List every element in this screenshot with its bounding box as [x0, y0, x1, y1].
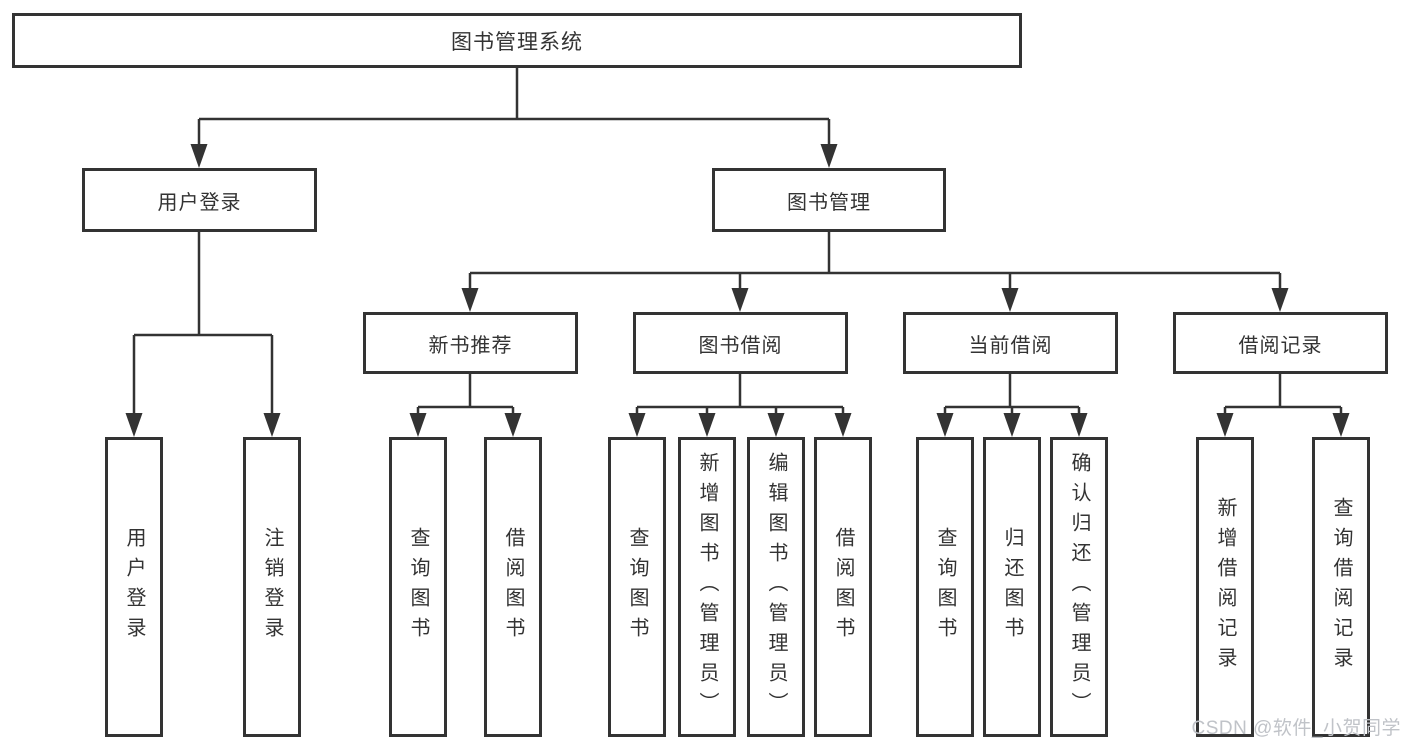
node-new-book-recommend-label: 新书推荐 — [428, 334, 513, 357]
node-borrow-records: 借阅记录 — [1173, 312, 1388, 374]
leaf-return-book: 归还图书 — [983, 437, 1041, 737]
leaf-query-books-recommend-label: 查询图书 — [407, 527, 429, 647]
leaf-confirm-return-admin-label: 确认归还（管理员） — [1068, 452, 1090, 722]
leaf-edit-book-admin-label: 编辑图书（管理员） — [765, 452, 787, 722]
node-book-management: 图书管理 — [712, 168, 946, 232]
node-user-login-label: 用户登录 — [157, 191, 242, 214]
node-current-borrow-label: 当前借阅 — [968, 334, 1053, 357]
leaf-user-login: 用户登录 — [105, 437, 163, 737]
leaf-borrow-books-recommend-label: 借阅图书 — [502, 527, 524, 647]
node-book-management-label: 图书管理 — [787, 191, 871, 214]
leaf-query-books-recommend: 查询图书 — [389, 437, 447, 737]
leaf-edit-book-admin: 编辑图书（管理员） — [747, 437, 805, 737]
leaf-logout-label: 注销登录 — [261, 527, 283, 647]
leaf-return-book-label: 归还图书 — [1001, 527, 1023, 647]
leaf-query-books-current: 查询图书 — [916, 437, 974, 737]
leaf-add-borrow-record: 新增借阅记录 — [1196, 437, 1254, 737]
csdn-watermark: CSDN @软件_小贺同学 — [1191, 718, 1401, 739]
node-book-borrow-label: 图书借阅 — [698, 334, 783, 357]
node-borrow-records-label: 借阅记录 — [1238, 334, 1323, 357]
node-root: 图书管理系统 — [12, 13, 1022, 68]
leaf-query-borrow-record-label: 查询借阅记录 — [1330, 497, 1352, 677]
leaf-borrow-books-recommend: 借阅图书 — [484, 437, 542, 737]
node-book-borrow: 图书借阅 — [633, 312, 848, 374]
leaf-user-login-label: 用户登录 — [123, 527, 145, 647]
leaf-borrow-books: 借阅图书 — [814, 437, 872, 737]
leaf-add-borrow-record-label: 新增借阅记录 — [1214, 497, 1236, 677]
leaf-add-book-admin: 新增图书（管理员） — [678, 437, 736, 737]
leaf-confirm-return-admin: 确认归还（管理员） — [1050, 437, 1108, 737]
leaf-borrow-books-label: 借阅图书 — [832, 527, 854, 647]
node-new-book-recommend: 新书推荐 — [363, 312, 578, 374]
node-user-login: 用户登录 — [82, 168, 317, 232]
leaf-query-books-current-label: 查询图书 — [934, 527, 956, 647]
leaf-query-books-borrow-label: 查询图书 — [626, 527, 648, 647]
leaf-add-book-admin-label: 新增图书（管理员） — [696, 452, 718, 722]
arrowheads — [125, 144, 1350, 437]
node-root-label: 图书管理系统 — [451, 30, 583, 54]
leaf-logout: 注销登录 — [243, 437, 301, 737]
leaf-query-books-borrow: 查询图书 — [608, 437, 666, 737]
node-current-borrow: 当前借阅 — [903, 312, 1118, 374]
leaf-query-borrow-record: 查询借阅记录 — [1312, 437, 1370, 737]
